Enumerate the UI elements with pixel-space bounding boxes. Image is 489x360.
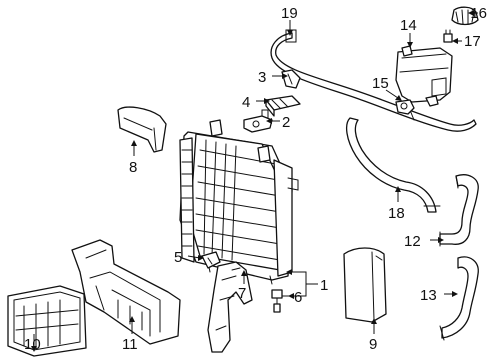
- lower-mount-bracket: [201, 251, 221, 269]
- upper-bracket: [243, 109, 273, 133]
- callout-9: 9: [369, 336, 377, 353]
- leader-lines: [31, 10, 478, 352]
- callout-11: 11: [122, 336, 138, 353]
- level-sensor: [443, 29, 453, 43]
- callout-13: 13: [420, 287, 437, 304]
- radiator-mount: [265, 95, 301, 117]
- callout-6: 6: [294, 289, 302, 306]
- radiator: [179, 119, 299, 285]
- callout-3: 3: [258, 69, 266, 86]
- upper-radiator-hose: [439, 174, 479, 247]
- hose-clip: [281, 69, 301, 89]
- bypass-hose: [345, 117, 441, 213]
- callout-12: 12: [404, 233, 421, 250]
- air-intake-duct: [7, 285, 87, 357]
- reservoir-fitting: [395, 99, 415, 115]
- side-shroud-panel: [207, 261, 253, 353]
- lower-air-guide: [71, 239, 181, 345]
- callout-16: 16: [470, 5, 487, 22]
- callout-17: 17: [464, 33, 481, 50]
- lower-radiator-hose: [439, 256, 479, 341]
- callout-18: 18: [388, 205, 405, 222]
- side-air-guide: [343, 247, 387, 323]
- callout-7: 7: [238, 285, 246, 302]
- callout-10: 10: [24, 336, 41, 353]
- air-deflector: [117, 106, 167, 153]
- coolant-reservoir: [395, 45, 453, 107]
- callout-5: 5: [174, 249, 182, 266]
- callout-8: 8: [129, 159, 137, 176]
- callout-19: 19: [281, 5, 298, 22]
- callout-14: 14: [400, 17, 417, 34]
- callout-labels: 1 2 3 4 5 6 7 8 9 10 11 12 13 14 15 16 1…: [24, 5, 487, 353]
- callout-1: 1: [320, 277, 328, 294]
- callout-2: 2: [282, 114, 290, 131]
- callout-4: 4: [242, 94, 250, 111]
- callout-15: 15: [372, 75, 389, 92]
- drain-plug: [271, 289, 283, 313]
